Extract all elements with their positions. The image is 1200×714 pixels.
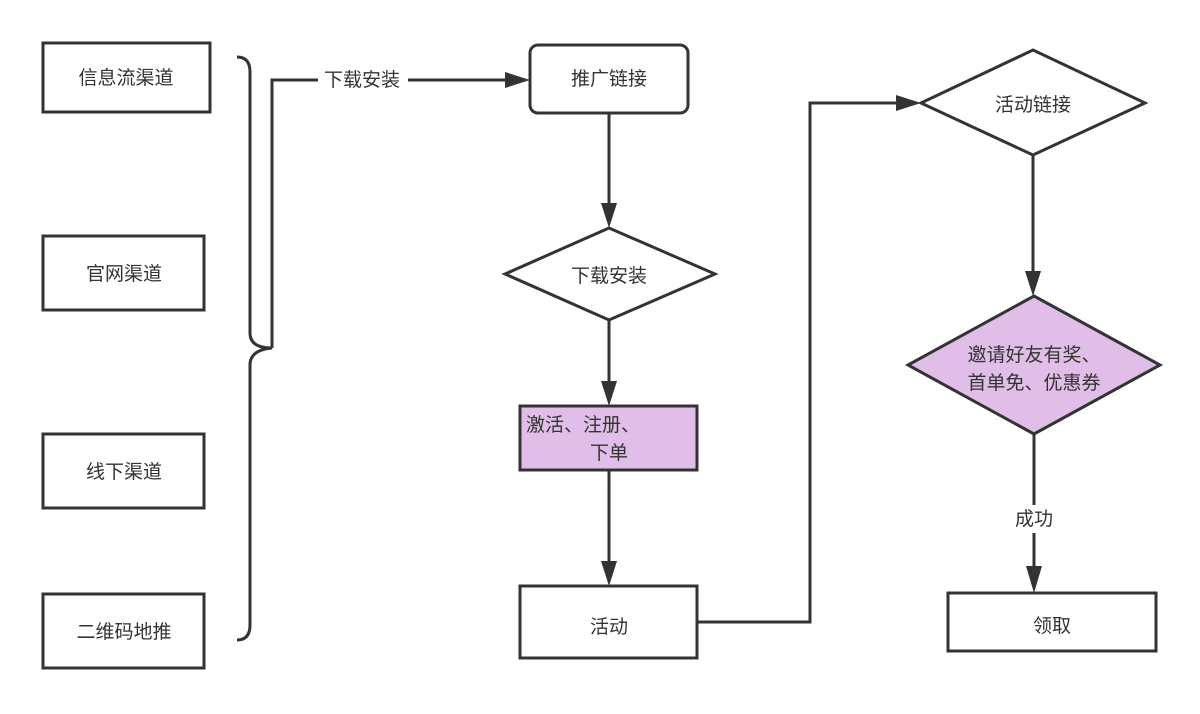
arrow-head [505,72,530,88]
arrow-head [896,95,921,111]
arrow-head [1026,566,1042,593]
node-label: 下单 [590,442,628,464]
arrow-head [601,381,617,406]
node-rewards: 邀请好友有奖、 首单免、优惠券 [904,294,1164,436]
channel-info-flow: 信息流渠道 [41,41,212,114]
edge-label-success: 成功 [1015,508,1053,530]
channel-label: 信息流渠道 [78,67,173,89]
channel-label: 二维码地推 [76,621,171,643]
edge-label-download: 下载安装 [324,69,400,91]
node-activity: 活动 [518,584,699,660]
node-promo-link: 推广链接 [528,43,690,115]
node-label: 下载安装 [571,265,647,287]
channel-qr-code: 二维码地推 [41,592,206,670]
edge [697,101,905,624]
node-label: 首单免、优惠券 [967,372,1100,394]
node-label: 活动 [590,616,628,638]
arrow-head [601,561,617,586]
channel-offline: 线下渠道 [41,432,206,510]
arrow-head [601,203,617,228]
node-label: 推广链接 [571,68,647,90]
arrow-head [1025,271,1041,296]
channel-label: 线下渠道 [86,461,162,483]
node-label: 领取 [1033,615,1071,637]
channel-brace [236,55,273,642]
node-label: 活动链接 [995,94,1071,116]
channel-label: 官网渠道 [86,263,162,285]
node-activity-link: 活动链接 [917,48,1149,157]
node-claim: 领取 [946,591,1158,653]
edge-channels-to-promo [270,78,515,348]
node-activate-register-order: 激活、注册、 下单 [518,404,699,472]
node-download-install: 下载安装 [501,226,719,322]
node-label: 邀请好友有奖、 [967,344,1100,366]
channel-official-site: 官网渠道 [41,234,206,312]
node-label: 激活、注册、 [526,414,640,436]
